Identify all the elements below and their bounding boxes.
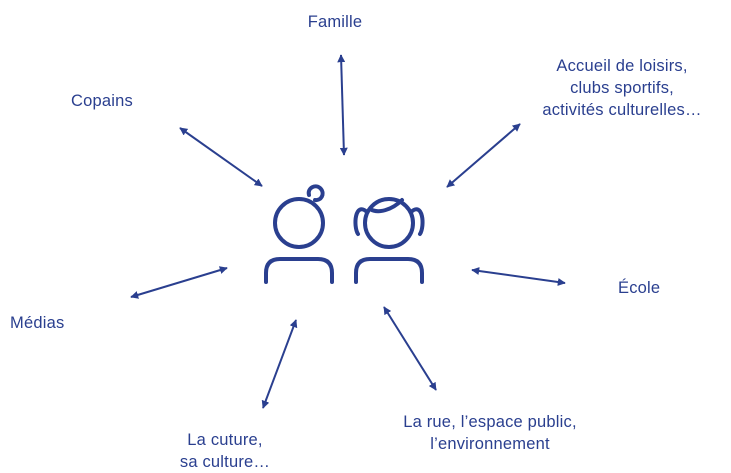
arrow-culture <box>261 319 298 409</box>
boy-curl <box>306 184 325 203</box>
boy-head <box>273 197 325 249</box>
label-medias: Médias <box>10 314 65 332</box>
label-rue: La rue, l’espace public, l’environnement <box>403 413 577 453</box>
label-famille: Famille <box>307 13 363 31</box>
boy-body <box>264 257 334 284</box>
arrow-famille <box>337 54 348 156</box>
arrow-rue <box>383 306 437 391</box>
girl-head <box>363 197 415 249</box>
label-ecole: École <box>618 279 661 297</box>
arrow-ecole <box>471 267 566 286</box>
girl-body <box>354 257 424 284</box>
label-copains: Copains <box>71 92 133 110</box>
girl-ponytail-right <box>409 207 425 236</box>
two-children-icon <box>264 184 425 284</box>
label-culture: La cuture, sa culture… <box>179 431 271 471</box>
girl-fringe <box>368 198 404 214</box>
arrow-accueil <box>446 123 521 188</box>
girl-ponytail-left <box>353 207 369 236</box>
arrow-copains <box>179 127 263 187</box>
arrow-medias <box>130 266 228 299</box>
label-accueil: Accueil de loisirs, clubs sportifs, acti… <box>542 57 702 119</box>
